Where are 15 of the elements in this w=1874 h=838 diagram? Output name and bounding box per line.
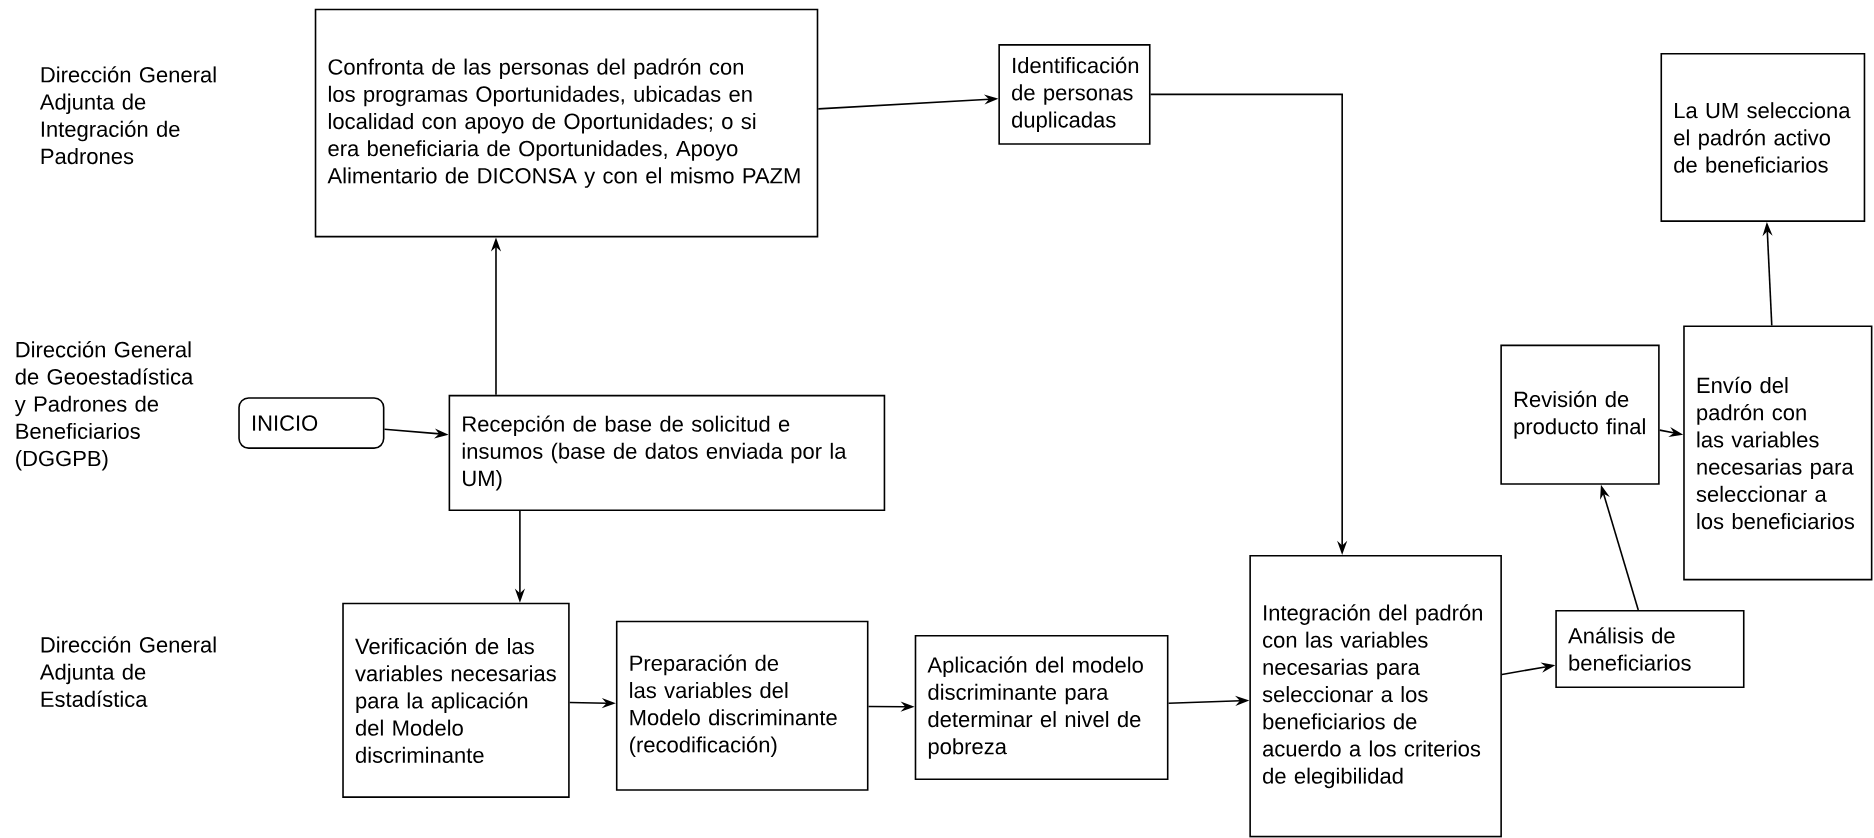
lane-label: Dirección General Adjunta de Integración de Padrones [39, 66, 216, 165]
process-box: Preparación de las variables del Modelo discriminante (recodificación) [615, 620, 869, 791]
process-box: Aplicación del modelo discriminante para determinar el nivel de pobreza [914, 635, 1169, 781]
process-box: Identificación de personas duplicadas [998, 44, 1151, 145]
process-box: Análisis de beneficiarios [1555, 610, 1745, 689]
process-box: Confronta de las personas del padrón con los programas Oportunidades, ubicadas en localidad con apoyo de Oportunidades; o si era beneficiaria de Oportunidades, Apoyo Alimentario de DICONSA y con el mismo PAZM [314, 8, 819, 238]
process-box: La UM selecciona el padrón activo de beneficiarios [1660, 53, 1866, 222]
start-box: INICIO [238, 397, 385, 450]
process-box: Verificación de las variables necesarias para la aplicación del Modelo discriminante [342, 602, 570, 799]
process-box: Revisión de producto final [1500, 344, 1660, 485]
lane-label: Dirección General de Geoestadística y Padrones de Beneficiarios (DGGPB) [14, 341, 194, 471]
process-box: Integración del padrón con las variables necesarias para seleccionar a los beneficiarios de acuerdo a los criterios de elegibilidad [1249, 555, 1502, 838]
process-box: Recepción de base de solicitud e insumos (base de datos enviada por la UM) [448, 394, 886, 512]
lane-label: Dirección General Adjunta de Estadística [39, 636, 216, 708]
process-box: Envío del padrón con las variables necesarias para seleccionar a los beneficiarios [1683, 325, 1873, 581]
